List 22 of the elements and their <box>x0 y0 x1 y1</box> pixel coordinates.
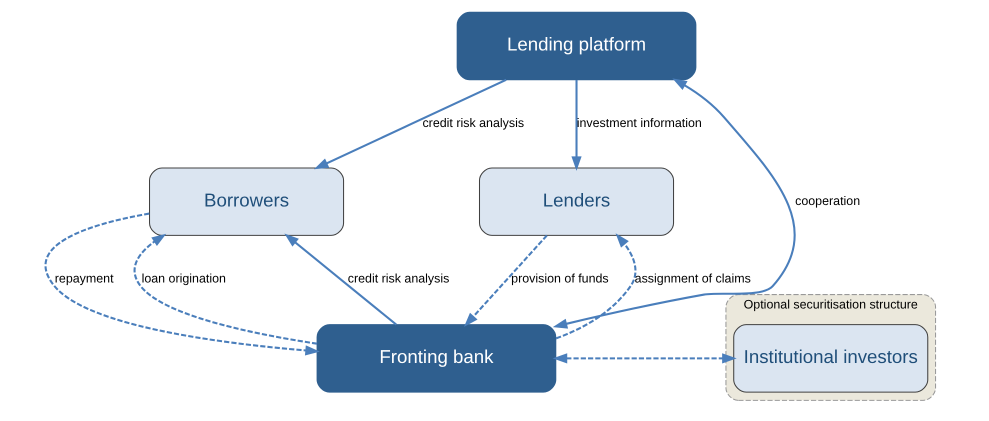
node-box: Lenders <box>478 167 674 236</box>
arrow <box>571 80 582 171</box>
arrow <box>134 234 318 345</box>
arrow <box>552 78 796 329</box>
node-box: Lending platform <box>456 12 696 80</box>
arrow <box>314 78 507 170</box>
node-box: Fronting bank <box>316 324 556 393</box>
edge-label: credit risk analysis <box>348 272 450 286</box>
node-box: Borrowers <box>149 167 344 236</box>
arrow <box>552 353 737 364</box>
edge-label: cooperation <box>795 194 860 208</box>
arrow <box>556 233 636 340</box>
edge-label: loan origination <box>142 272 226 286</box>
edge-label: investment information <box>576 116 702 130</box>
arrow <box>44 212 320 356</box>
arrow <box>284 234 397 326</box>
edge-label: repayment <box>54 272 114 286</box>
edge-label: provision of funds <box>511 272 609 286</box>
arrow <box>464 234 548 327</box>
edge-label: credit risk analysis <box>422 116 524 130</box>
node-box: Institutional investors <box>733 324 928 393</box>
edge-label: assignment of claims <box>634 272 751 286</box>
